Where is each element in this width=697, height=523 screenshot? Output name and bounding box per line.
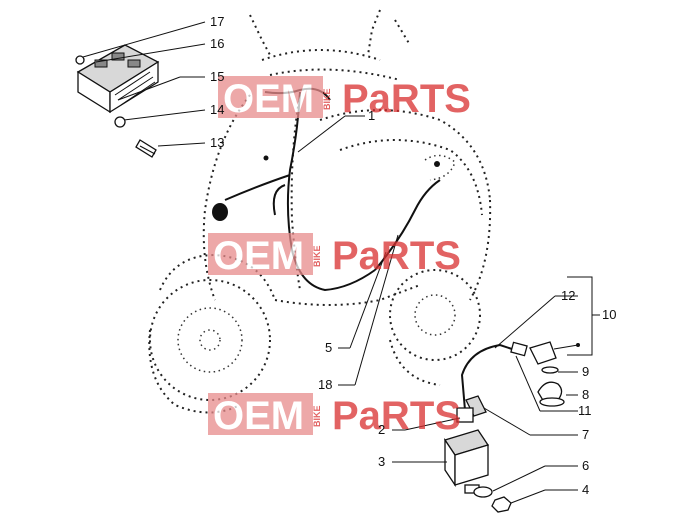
watermark-oem-text: OEM — [213, 234, 304, 278]
watermark-bottom: OEM BIKE PaRTS — [208, 393, 461, 438]
callout-3: 3 — [378, 454, 385, 469]
callout-11: 11 — [578, 403, 592, 418]
callout-7: 7 — [582, 427, 589, 442]
callout-9: 9 — [582, 364, 589, 379]
watermark-bike-text: BIKE — [322, 88, 332, 110]
voltage-regulator — [75, 44, 160, 128]
watermark-top: OEM BIKE PaRTS — [218, 76, 471, 121]
callout-8: 8 — [582, 387, 589, 402]
watermark-bike-text: BIKE — [312, 245, 322, 267]
watermark-bike-text: BIKE — [312, 405, 322, 427]
callout-16: 16 — [210, 36, 224, 51]
watermark-parts-text: PaRTS — [332, 234, 461, 278]
callout-12: 12 — [561, 288, 575, 303]
callout-6: 6 — [582, 458, 589, 473]
callout-labels: 17 16 15 14 13 1 5 18 12 10 9 8 11 2 7 3… — [210, 14, 616, 497]
regulator-nut — [114, 116, 126, 128]
watermark-oem-text: OEM — [223, 77, 314, 121]
callout-1: 1 — [368, 108, 375, 123]
callout-17: 17 — [210, 14, 224, 29]
wiring-harness — [224, 87, 441, 292]
screw-13 — [135, 139, 157, 158]
cdi-unit — [443, 429, 512, 513]
callout-14: 14 — [210, 102, 224, 117]
watermark-oem-text: OEM — [213, 394, 304, 438]
watermark-middle: OEM BIKE PaRTS — [208, 233, 461, 278]
callout-18: 18 — [318, 377, 332, 392]
watermark-parts-text: PaRTS — [342, 77, 471, 121]
callout-10: 10 — [602, 307, 616, 322]
callout-2: 2 — [378, 422, 385, 437]
callout-5: 5 — [325, 340, 332, 355]
callout-13: 13 — [210, 135, 224, 150]
callout-15: 15 — [210, 69, 224, 84]
watermark-parts-text: PaRTS — [332, 394, 461, 438]
regulator-screw — [75, 55, 85, 65]
callout-4: 4 — [582, 482, 589, 497]
ignition-lead — [456, 341, 580, 423]
scooter-outline — [148, 9, 492, 414]
leader-lines — [82, 21, 600, 504]
